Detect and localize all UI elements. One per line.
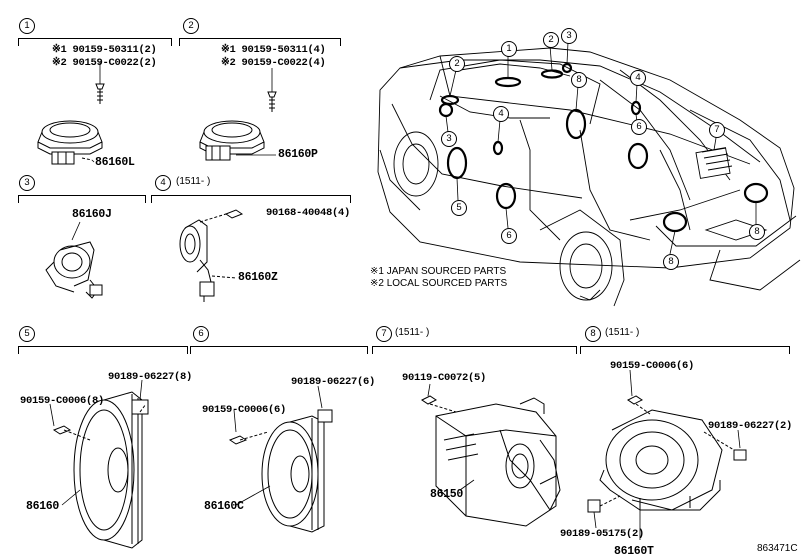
s8-screw2-part: 90189-05175(2): [560, 528, 645, 540]
part-86150: 86150: [430, 488, 464, 501]
part-86160J: 86160J: [72, 208, 112, 221]
part-86160L: 86160L: [95, 156, 135, 169]
part-90168-40048: 90168-40048(4): [266, 207, 351, 219]
car-callout-8a: 8: [663, 254, 679, 270]
section-8-badge: 8: [585, 326, 601, 342]
vehicle-speaker-locations: [438, 62, 769, 233]
section-2-bracket: [179, 38, 341, 46]
car-callout-2a: 2: [543, 32, 559, 48]
diagram-reference-code: 863471C: [757, 543, 798, 554]
car-callout-2b: 2: [449, 56, 465, 72]
car-callout-3b: 3: [441, 131, 457, 147]
s6-screw-part: 90159-C0006(6): [202, 404, 287, 416]
section-3-badge: 3: [19, 175, 35, 191]
s7-screw-part: 90119-C0072(5): [402, 372, 487, 384]
s1-note-1: ※1 90159-50311(2): [52, 44, 157, 56]
s2-note-2: ※2 90159-C0022(4): [221, 57, 326, 69]
part-86160C: 86160C: [204, 500, 244, 513]
section-3-bracket: [18, 195, 146, 203]
speaker-86160C-drawing: [228, 409, 333, 533]
section-6-badge: 6: [193, 326, 209, 342]
vehicle-callout-leaders: [445, 41, 757, 255]
section-6-bracket: [190, 346, 368, 354]
section-7-badge: 7: [376, 326, 392, 342]
car-callout-7: 7: [709, 122, 725, 138]
car-callout-4a: 4: [493, 106, 509, 122]
car-callout-8b: 8: [749, 224, 765, 240]
car-callout-1: 1: [501, 41, 517, 57]
speaker-86160Z-drawing: [179, 209, 244, 302]
part-86160T: 86160T: [614, 545, 654, 558]
section-2-badge: 2: [183, 18, 199, 34]
speaker-86160T-drawing: [587, 395, 747, 513]
s5-clip-part: 90189-06227(8): [108, 371, 193, 383]
s6-clip-part: 90189-06227(6): [291, 376, 376, 388]
section-5-badge: 5: [19, 326, 35, 342]
section-5-bracket: [18, 346, 188, 354]
speaker-86160-drawing: [52, 391, 149, 549]
section-4-badge: 4: [155, 175, 171, 191]
s5-screw-part: 90159-C0006(8): [20, 395, 105, 407]
s8-screw-part: 90159-C0006(6): [610, 360, 695, 372]
car-callout-5a: 8: [571, 72, 587, 88]
legend-local-sourced: ※2 LOCAL SOURCED PARTS: [370, 278, 508, 289]
section-4-bracket: [151, 195, 351, 203]
car-callout-4b: 4: [630, 70, 646, 86]
section-7-bracket: [372, 346, 577, 354]
legend-japan-sourced: ※1 JAPAN SOURCED PARTS: [370, 266, 507, 277]
section-7-date: (1511- ): [395, 327, 430, 338]
section-1-bracket: [18, 38, 172, 46]
tweeter-86160P-drawing: [199, 91, 277, 161]
section-8-bracket: [580, 346, 790, 354]
s1-note-2: ※2 90159-C0022(2): [52, 57, 157, 69]
subwoofer-86150-drawing: [421, 395, 561, 527]
car-callout-5b: 5: [451, 200, 467, 216]
part-86160P: 86160P: [278, 148, 318, 161]
section-8-date: (1511- ): [605, 327, 640, 338]
label-leaders: [49, 62, 741, 540]
s8-clip-part: 90189-06227(2): [708, 420, 793, 432]
section-1-badge: 1: [19, 18, 35, 34]
speaker-86160J-drawing: [45, 241, 103, 299]
part-86160: 86160: [26, 500, 60, 513]
car-callout-6a: 6: [631, 119, 647, 135]
car-callout-6b: 6: [501, 228, 517, 244]
s2-note-1: ※1 90159-50311(4): [221, 44, 326, 56]
car-callout-3a: 3: [561, 28, 577, 44]
tweeter-86160L-drawing: [37, 83, 105, 165]
section-4-date: (1511- ): [176, 176, 211, 187]
part-86160Z: 86160Z: [238, 271, 278, 284]
